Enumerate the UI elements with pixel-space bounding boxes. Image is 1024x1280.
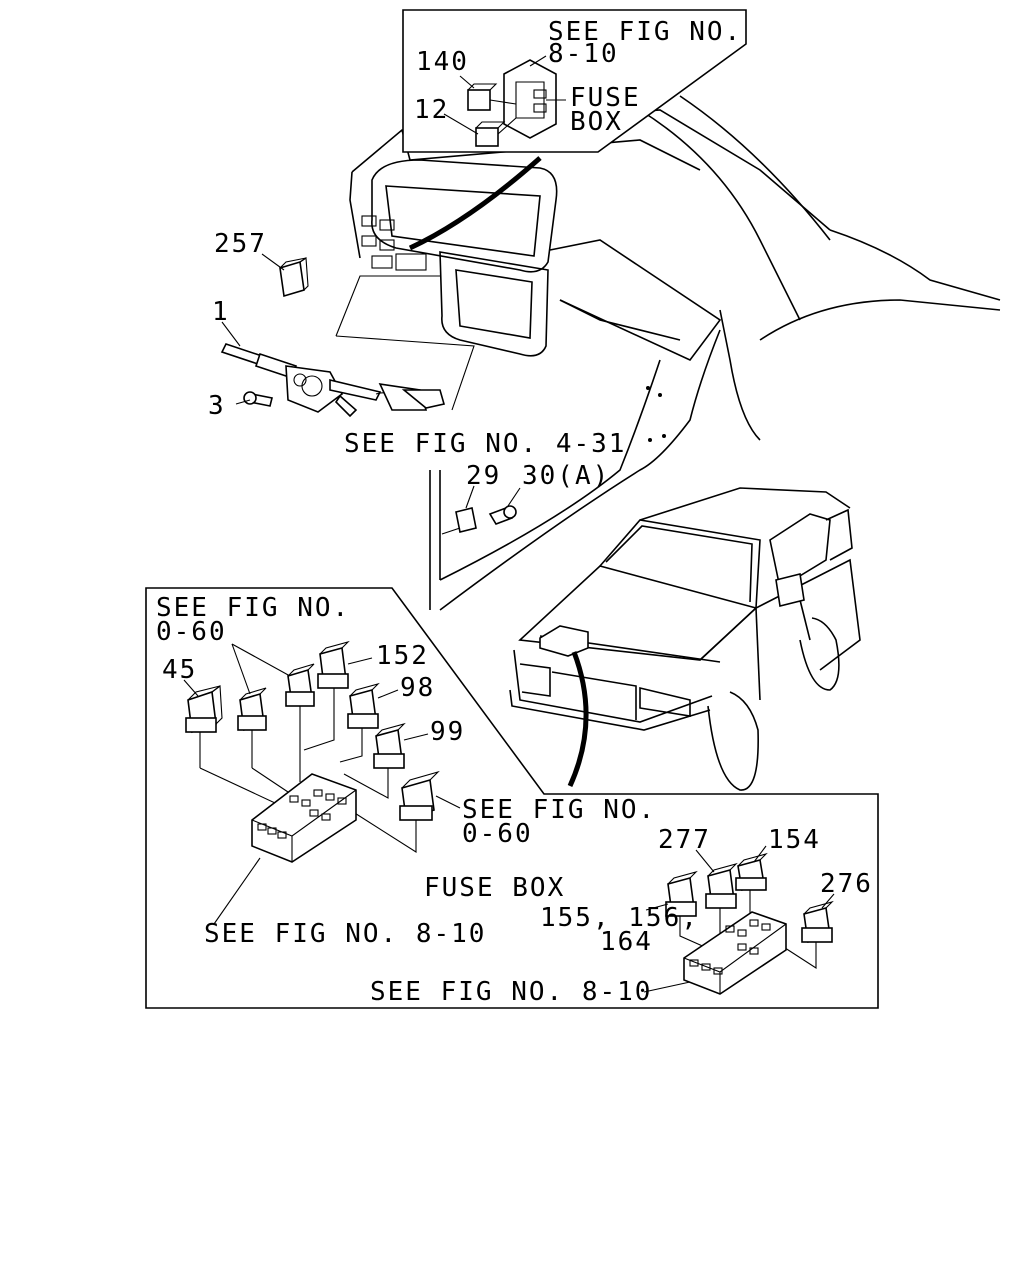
relay-98	[339, 682, 380, 763]
part-257-switch	[261, 253, 309, 298]
relay-ref-a-line1: SEE FIG NO.	[156, 593, 350, 623]
vehicle-exterior	[509, 487, 861, 791]
relay-ref-0-60-c	[349, 770, 440, 854]
callout-155-156: 155, 156,	[540, 903, 699, 933]
callout-3: 3	[208, 391, 226, 421]
relay-155-156-164	[665, 870, 717, 953]
fuse-box-left	[213, 773, 357, 925]
relay-ref-b-line1: SEE FIG NO.	[462, 795, 656, 825]
callout-164: 164	[600, 927, 653, 957]
callout-277: 277	[658, 825, 711, 855]
relay-ref-b-line2: 0-60	[462, 819, 533, 849]
callout-98: 98	[400, 673, 435, 703]
callout-30a: 30(A)	[522, 461, 610, 491]
see-fig-top-line2: 8-10	[548, 39, 619, 69]
callout-152: 152	[376, 641, 429, 671]
callout-45: 45	[162, 655, 197, 685]
callout-140: 140	[416, 47, 469, 77]
relay-152	[303, 640, 350, 751]
callout-276: 276	[820, 869, 873, 899]
see-fig-top-line1: SEE FIG NO.	[548, 17, 742, 47]
relay-276	[781, 900, 834, 970]
relay-ref-0-60-b	[285, 663, 315, 782]
dashboard-illustration	[349, 95, 1001, 611]
callout-1: 1	[212, 297, 230, 327]
see-fig-8-10-right: SEE FIG NO. 8-10	[370, 977, 652, 1007]
combination-switch	[220, 275, 475, 418]
callout-29: 29	[466, 461, 501, 491]
see-fig-4-31: SEE FIG NO. 4-31	[344, 429, 626, 459]
bracket-and-screw	[441, 485, 521, 535]
fuse-box-inset-top	[402, 9, 747, 251]
relay-ref-0-60-a	[237, 687, 267, 768]
relay-group-left	[183, 640, 461, 854]
callout-12: 12	[414, 95, 449, 125]
top-fuse-label: FUSE	[570, 83, 641, 113]
relay-45	[185, 684, 223, 768]
relay-group-right	[643, 845, 835, 995]
see-fig-8-10-left: SEE FIG NO. 8-10	[204, 919, 486, 949]
relay-154	[735, 852, 768, 920]
callout-99: 99	[430, 717, 465, 747]
fuse-box-label: FUSE BOX	[424, 873, 565, 903]
relay-277	[705, 862, 738, 940]
callout-257: 257	[214, 229, 267, 259]
relay-99	[343, 722, 406, 799]
callout-154: 154	[768, 825, 821, 855]
top-box-label: BOX	[570, 107, 623, 137]
relay-ref-a-line2: 0-60	[156, 617, 227, 647]
